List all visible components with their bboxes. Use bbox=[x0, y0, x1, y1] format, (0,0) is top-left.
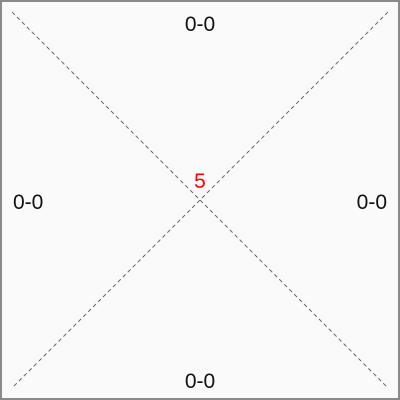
center-value: 5 bbox=[194, 170, 206, 193]
bottom-player-score: 0-0 bbox=[184, 370, 216, 393]
right-player-score: 0-0 bbox=[356, 191, 387, 214]
top-player-score: 0-0 bbox=[184, 13, 216, 36]
diagonal-line-top-right-to-bottom-left bbox=[11, 11, 389, 389]
left-player-score: 0-0 bbox=[13, 191, 44, 214]
diagonal-line-top-left-to-bottom-right bbox=[11, 11, 389, 389]
